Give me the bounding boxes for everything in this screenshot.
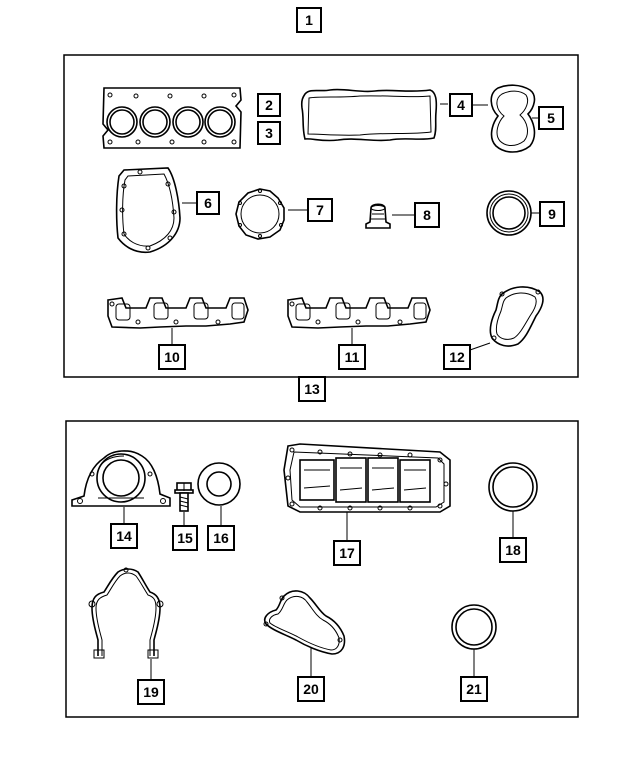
callout-11-label: 11 [345,349,360,365]
callout-15[interactable]: 15 [172,525,198,551]
callout-14-label: 14 [116,528,132,544]
callout-9[interactable]: 9 [539,201,565,227]
bolt [174,482,194,512]
callout-15-label: 15 [177,530,193,546]
callout-1[interactable]: 1 [296,7,322,33]
callout-18[interactable]: 18 [499,537,527,563]
callout-2-label: 2 [265,97,273,113]
valve-cover-gasket [300,88,438,142]
timing-cover-gasket [88,567,164,659]
o-ring-large [488,462,538,512]
callout-17-label: 17 [339,545,355,561]
callout-16-label: 16 [213,530,229,546]
seal-ring [486,190,532,236]
callout-20[interactable]: 20 [297,676,325,702]
callout-21[interactable]: 21 [460,676,488,702]
callout-8[interactable]: 8 [414,202,440,228]
callout-21-label: 21 [466,681,482,697]
callout-5[interactable]: 5 [538,106,564,130]
callout-7[interactable]: 7 [307,198,333,222]
callout-4-label: 4 [457,97,465,113]
callout-1-label: 1 [305,12,313,28]
callout-9-label: 9 [548,206,556,222]
callout-2[interactable]: 2 [257,93,281,117]
callout-12-label: 12 [449,349,465,365]
callout-19-label: 19 [143,684,159,700]
callout-17[interactable]: 17 [333,540,361,566]
callout-13-label: 13 [304,381,320,397]
throttle-body-gasket [489,286,544,347]
callout-18-label: 18 [505,542,521,558]
callout-3-label: 3 [265,125,273,141]
valve-stem-seal [365,203,391,229]
callout-12[interactable]: 12 [443,344,471,370]
exhaust-manifold-gasket-left [107,297,249,329]
callout-13[interactable]: 13 [298,376,326,402]
callout-19[interactable]: 19 [137,679,165,705]
cylinder-head-gasket [102,87,242,149]
callout-20-label: 20 [303,681,319,697]
washer-seal [197,462,241,506]
callout-3[interactable]: 3 [257,121,281,145]
exhaust-manifold-gasket-right [287,297,431,329]
callout-6[interactable]: 6 [196,191,220,215]
callout-11[interactable]: 11 [338,344,366,370]
callout-8-label: 8 [423,207,431,223]
callout-7-label: 7 [316,202,324,218]
intake-port-gasket [490,84,536,153]
o-ring-small [451,604,497,650]
oil-pan-gasket [283,443,451,513]
round-gasket [235,188,285,240]
callout-5-label: 5 [547,110,555,126]
callout-10-label: 10 [164,349,180,365]
water-pump-gasket [263,590,346,655]
callout-16[interactable]: 16 [207,525,235,551]
lower-gasket-set-panel [65,420,579,718]
callout-6-label: 6 [204,195,212,211]
callout-4[interactable]: 4 [449,93,473,117]
cover-gasket [115,167,181,254]
callout-10[interactable]: 10 [158,344,186,370]
callout-14[interactable]: 14 [110,523,138,549]
rear-main-seal-retainer [71,450,171,507]
